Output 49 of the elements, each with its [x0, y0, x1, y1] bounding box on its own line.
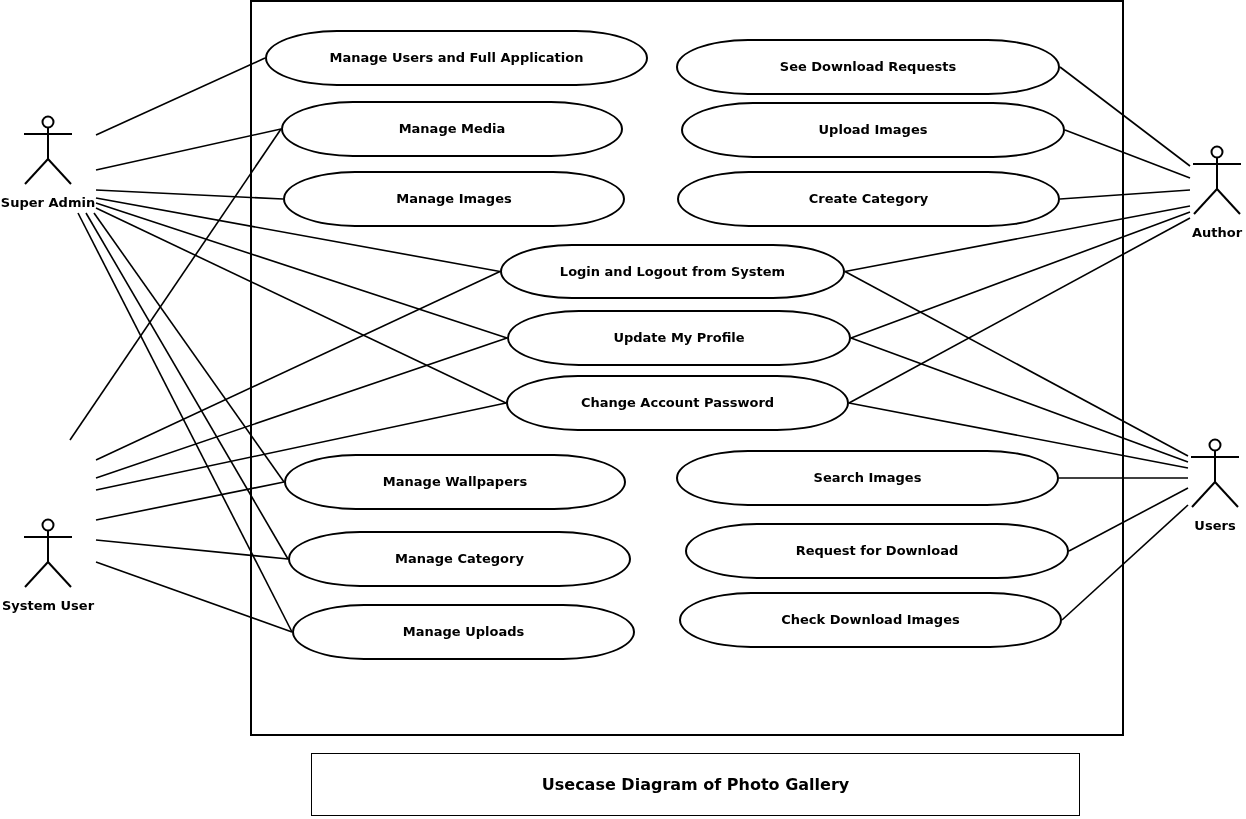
association-line	[95, 189, 284, 200]
association-line	[1068, 487, 1189, 552]
use-case-label: Change Account Password	[580, 395, 775, 411]
association-line	[95, 197, 501, 273]
association-line	[1061, 504, 1189, 621]
association-line	[848, 402, 1189, 469]
association-line	[95, 128, 282, 171]
association-line	[1059, 189, 1191, 200]
diagram-title: Usecase Diagram of Photo Gallery	[541, 774, 850, 795]
association-line	[95, 402, 507, 491]
association-line	[850, 211, 1191, 339]
use-case-label: Login and Logout from System	[559, 263, 786, 280]
association-line	[69, 128, 282, 441]
association-line	[95, 539, 289, 560]
use-case-label: Search Images	[813, 470, 922, 486]
association-line	[93, 212, 285, 483]
use-case-label: Request for Download	[795, 543, 959, 559]
association-line	[848, 217, 1191, 404]
use-case-label: See Download Requests	[779, 59, 957, 75]
association-line	[95, 207, 507, 404]
association-line	[95, 337, 508, 479]
use-case-label: Create Category	[808, 191, 929, 207]
association-line	[95, 481, 285, 521]
use-case-label: Manage Media	[398, 121, 506, 137]
association-line	[85, 212, 289, 560]
use-case-label: Update My Profile	[613, 330, 745, 346]
association-line	[844, 205, 1191, 273]
association-line	[850, 337, 1189, 463]
actor-label: Super Admin	[0, 195, 96, 211]
association-line	[844, 270, 1189, 457]
actor-label: Users	[1194, 518, 1236, 534]
use-case-label: Manage Category	[395, 551, 524, 567]
system-boundary	[250, 0, 1124, 736]
association-line	[1059, 66, 1191, 167]
association-line	[77, 212, 293, 633]
association-line	[95, 57, 266, 136]
use-case-label: Manage Uploads	[402, 624, 525, 640]
use-case-label: Upload Images	[818, 122, 928, 138]
association-line	[1064, 129, 1191, 179]
association-line	[95, 202, 508, 339]
use-case-label: Manage Wallpapers	[382, 474, 528, 490]
association-line	[95, 270, 501, 461]
association-line	[1058, 477, 1189, 479]
actor-label: Author	[1191, 225, 1243, 241]
use-case-label: Check Download Images	[781, 612, 960, 628]
association-line	[95, 561, 293, 633]
use-case-label: Manage Images	[396, 191, 512, 207]
use-case-label: Manage Users and Full Application	[329, 50, 584, 66]
actor-label: System User	[1, 598, 95, 614]
